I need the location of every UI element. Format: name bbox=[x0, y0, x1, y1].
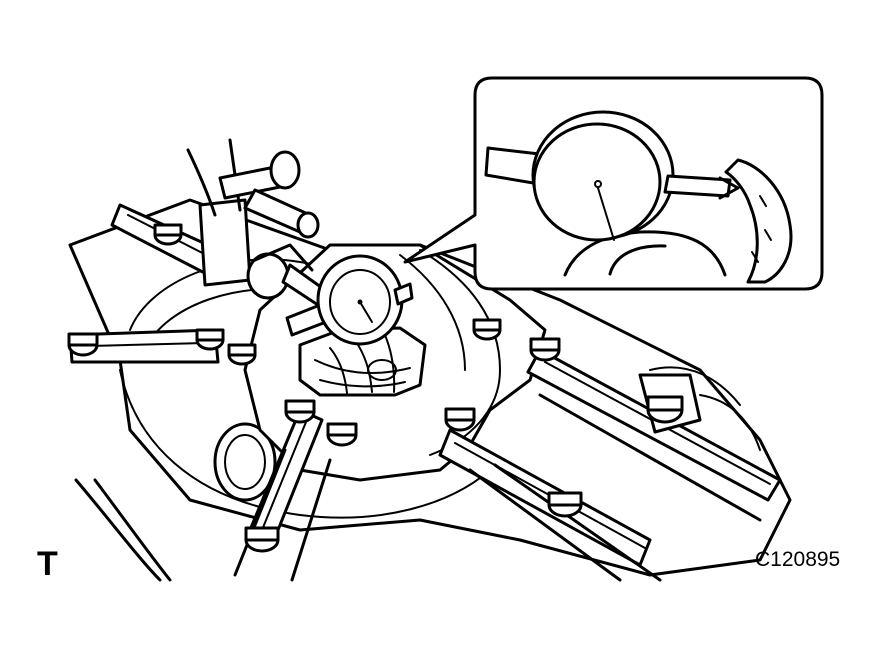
bolt bbox=[227, 343, 257, 366]
bolt bbox=[444, 407, 476, 432]
bolt bbox=[529, 337, 561, 362]
housing-side-opening bbox=[213, 422, 277, 502]
bolt bbox=[244, 526, 280, 553]
corner-label: T bbox=[37, 545, 58, 583]
bolt bbox=[472, 318, 502, 341]
bolt bbox=[67, 332, 99, 357]
bolt bbox=[326, 422, 358, 447]
stand-arms bbox=[68, 203, 782, 582]
dial-indicator bbox=[285, 254, 414, 346]
detail-callout bbox=[403, 76, 824, 291]
bolts bbox=[67, 223, 684, 553]
bolt bbox=[284, 399, 316, 424]
bolt bbox=[153, 223, 183, 246]
bolt bbox=[195, 328, 225, 351]
bolt bbox=[646, 395, 684, 424]
figure-code: C120895 bbox=[755, 548, 841, 571]
bolt bbox=[547, 491, 583, 518]
magnetic-base-stand bbox=[186, 138, 327, 307]
